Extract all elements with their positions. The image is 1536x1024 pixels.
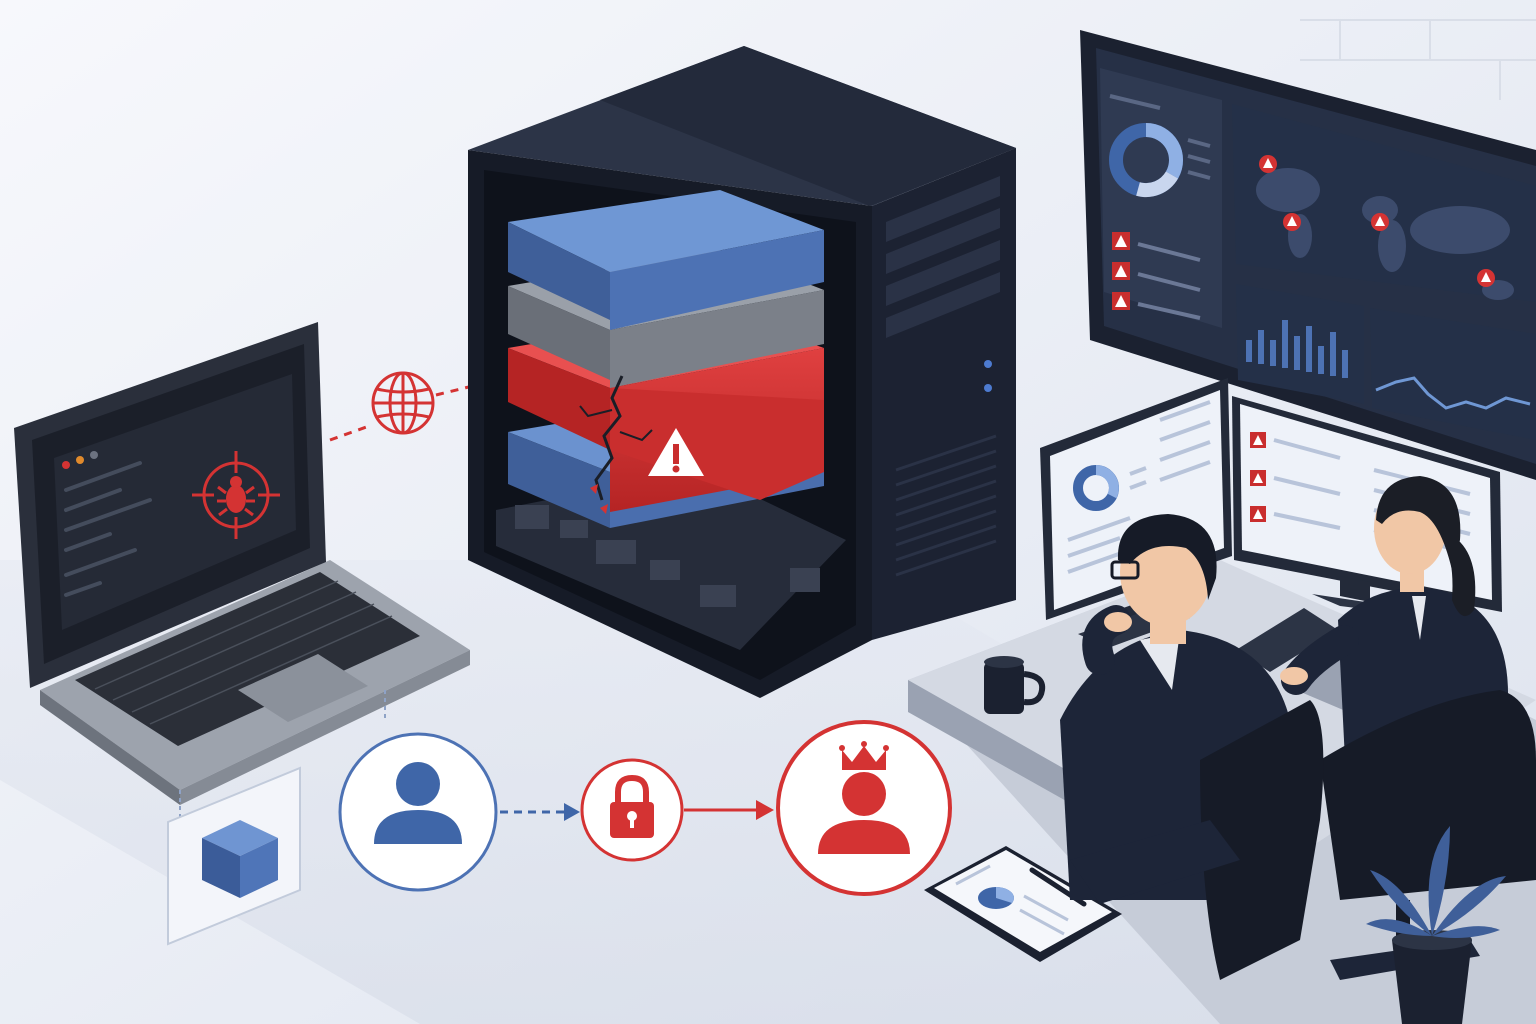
alert-list: [1112, 232, 1201, 320]
bar-chart: [1246, 320, 1348, 378]
storage-panel: [167, 690, 386, 946]
pie-chart-icon: [978, 887, 1014, 909]
potted-plant: [1366, 826, 1506, 1024]
server-cabinet: [468, 46, 1016, 698]
padlock-icon: [610, 774, 654, 838]
user-icon: [374, 762, 462, 844]
privileged-user-node: [776, 720, 952, 896]
wall-display-panel-left: [1100, 68, 1222, 328]
donut-chart-icon: [1073, 465, 1119, 511]
office-chair-left: [1070, 700, 1324, 980]
clipboard-report: [924, 846, 1122, 962]
laptop: [14, 322, 470, 805]
laptop-keyboard: [75, 572, 420, 746]
cube-icon: [202, 820, 278, 898]
desk-keyboard: [1236, 608, 1338, 672]
globe-icon: [371, 371, 435, 435]
wall-display: [1080, 30, 1536, 480]
drive-crack: [594, 375, 624, 501]
crowned-user-icon: [818, 741, 910, 854]
line-chart: [1375, 376, 1531, 410]
lock-node: [580, 758, 684, 862]
warning-triangle-icon: [648, 428, 704, 476]
donut-chart-icon: [1109, 123, 1183, 198]
user-node: [338, 732, 498, 892]
wall-texture: [1300, 19, 1536, 100]
threat-markers: [1259, 155, 1495, 287]
drive-top: [508, 190, 824, 330]
bug-target-icon: [192, 451, 280, 539]
laptop-touchpad: [238, 654, 368, 722]
coffee-mug: [984, 656, 1046, 714]
attack-path-1: [329, 423, 373, 442]
line-chart-panel: [1370, 308, 1536, 440]
